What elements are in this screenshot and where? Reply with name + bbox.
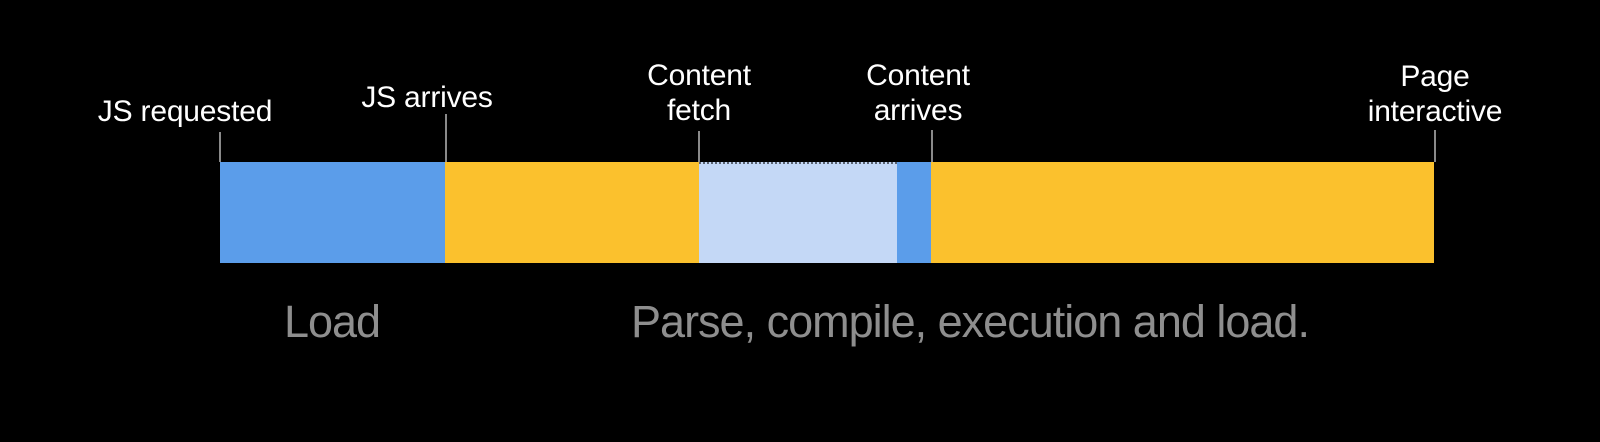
event-label-line: JS requested	[97, 95, 273, 128]
tick-content-fetch	[698, 131, 700, 162]
event-label-line: arrives	[873, 94, 963, 127]
event-label-line: fetch	[666, 94, 732, 127]
segment-load-blue	[220, 162, 445, 263]
tick-page-interactive	[1434, 130, 1436, 162]
tick-content-arrives	[931, 130, 933, 162]
event-label-line: Content	[647, 59, 751, 92]
tick-js-arrives	[445, 114, 447, 162]
event-label-page-interactive: Page interactive	[1368, 59, 1503, 129]
event-label-line: interactive	[1367, 95, 1503, 128]
event-label-content-arrives: Content arrives	[866, 58, 970, 128]
segment-content-arrives-blue-strip	[897, 162, 931, 263]
phase-label-parse: Parse, compile, execution and load.	[631, 296, 1310, 347]
tick-js-requested	[219, 132, 221, 162]
segment-parse-yellow-left	[445, 162, 699, 263]
segment-content-fetch-lightblue	[699, 162, 897, 263]
event-label-line: Content	[866, 59, 970, 92]
event-label-content-fetch: Content fetch	[647, 58, 751, 128]
event-label-js-requested: JS requested	[97, 94, 273, 129]
phase-label-load: Load	[283, 296, 381, 347]
event-label-js-arrives: JS arrives	[361, 80, 493, 115]
event-label-line: JS arrives	[361, 81, 493, 114]
segment-parse-yellow-right	[931, 162, 1434, 263]
event-label-line: Page	[1400, 60, 1470, 93]
